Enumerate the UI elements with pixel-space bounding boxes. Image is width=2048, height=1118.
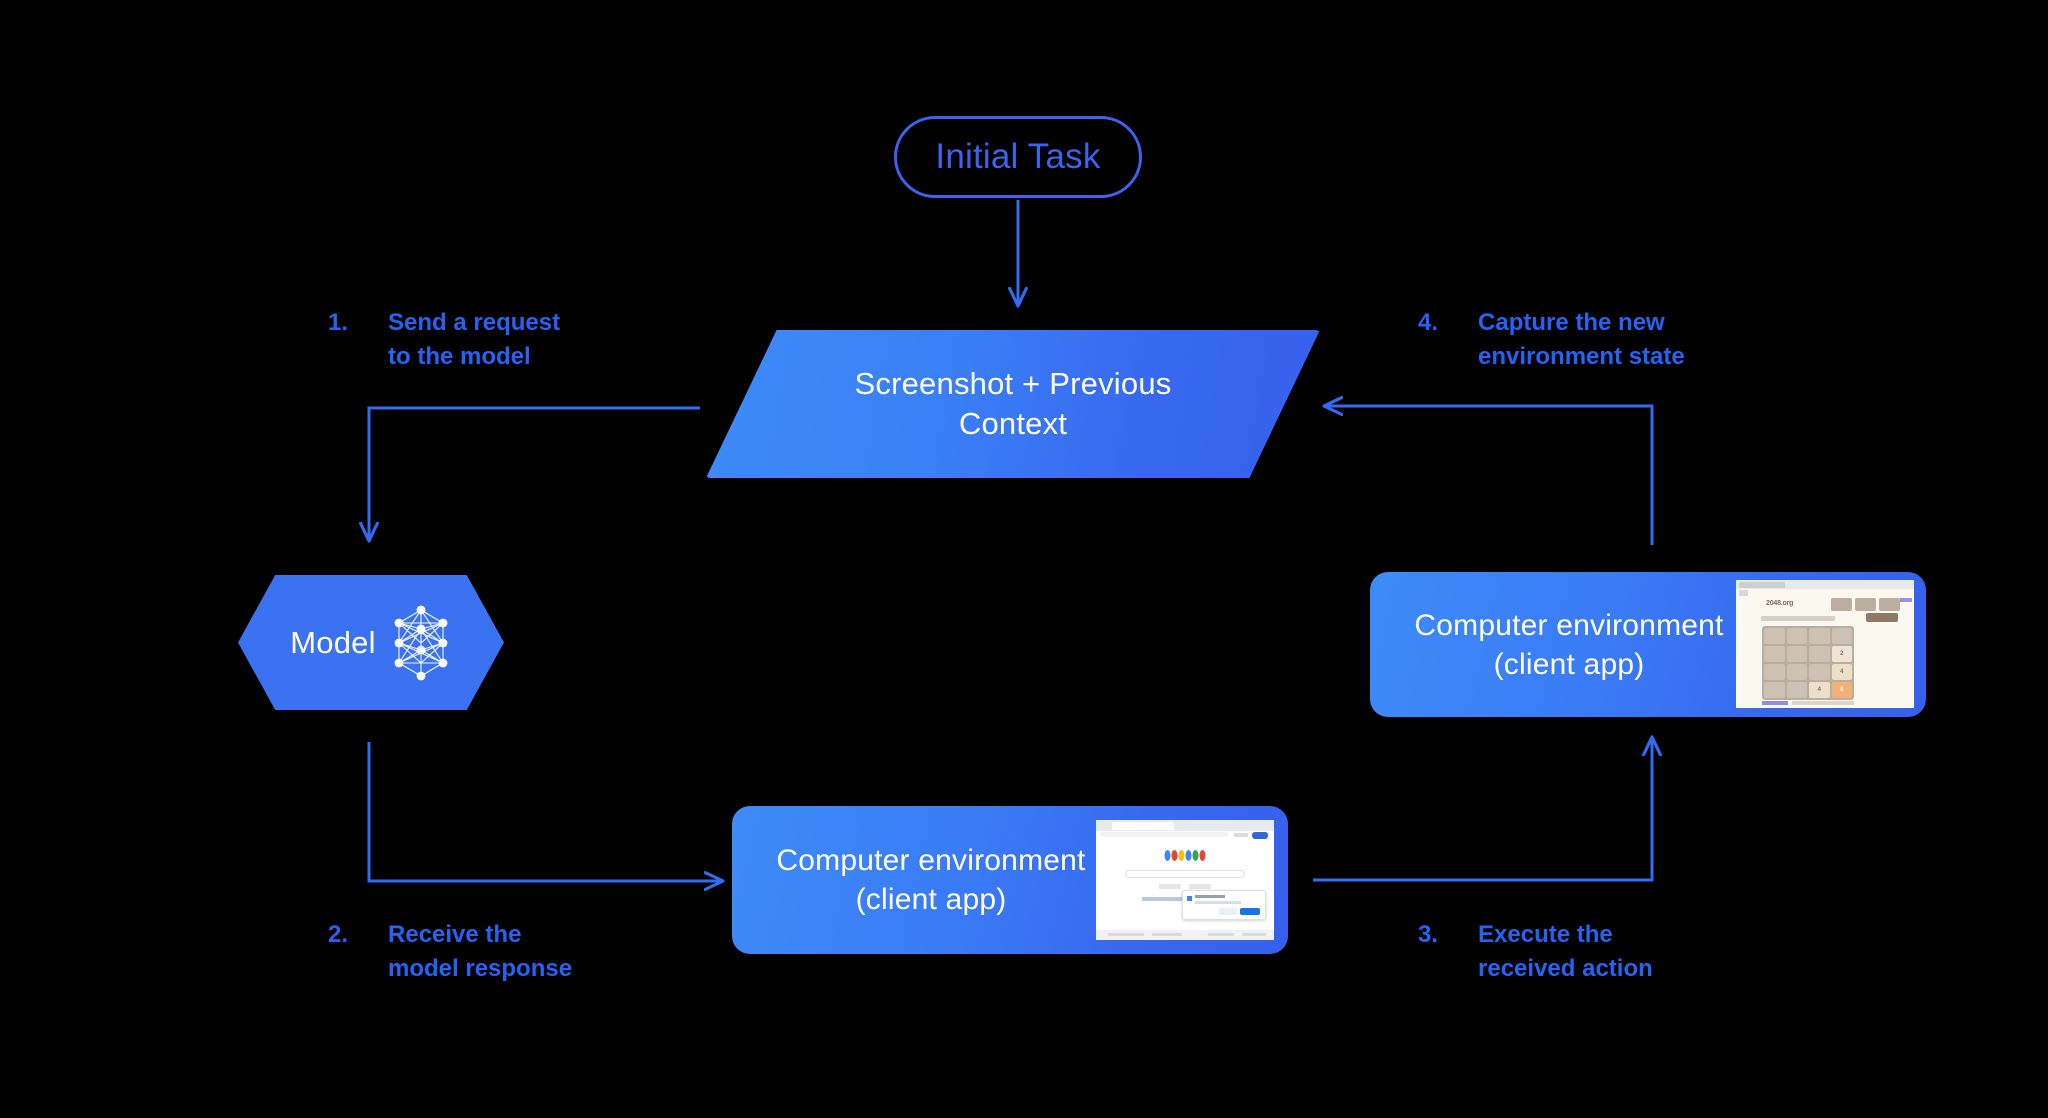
game-title: 2048.org [1766, 600, 1794, 607]
initial-task-label: Initial Task [935, 137, 1101, 176]
env-bottom-node: Computer environment (client app) [732, 806, 1288, 954]
grid-cell [1764, 646, 1785, 662]
dialog-body [1195, 901, 1241, 904]
env-right-label: Computer environment (client app) [1370, 572, 1750, 717]
model-node: Model [238, 575, 504, 710]
arrow-env-bottom-to-env-right [1313, 738, 1652, 882]
grid-cell [1786, 664, 1807, 680]
neural-network-icon [390, 603, 452, 683]
model-node-label: Model [290, 624, 376, 660]
arrow-context-to-model [369, 406, 700, 540]
context-node-shape [706, 330, 1320, 478]
env-right-node: Computer environment (client app) 2048.o… [1370, 572, 1926, 717]
page-footer [1096, 930, 1274, 940]
score-boxes [1831, 598, 1900, 611]
grid-tile: 2 [1831, 646, 1852, 662]
context-node: Screenshot + Previous Context [706, 330, 1320, 478]
step-4-number: 4. [1418, 309, 1439, 336]
google-logo [1164, 850, 1206, 861]
header-links [1900, 598, 1912, 602]
browser-tab-bar [1096, 820, 1274, 831]
step-3-text: Execute the received action [1478, 921, 1653, 983]
step-1-text: Send a request to the model [388, 309, 561, 371]
env-bottom-label: Computer environment (client app) [732, 806, 1112, 954]
step-4-text: Capture the new environment state [1478, 309, 1685, 371]
new-game-button [1866, 613, 1898, 622]
grid-cell [1786, 682, 1807, 698]
search-input [1125, 870, 1245, 878]
grid-tile: 4 [1809, 682, 1830, 698]
arrow-env-right-to-context [1325, 406, 1654, 545]
tile-value: 2 [1840, 651, 1844, 657]
dialog-confirm-button [1240, 908, 1260, 915]
context-node-label: Screenshot + Previous Context [706, 330, 1320, 478]
grid-tile: 4 [1831, 664, 1852, 680]
dialog-icon [1187, 896, 1192, 901]
step-2: 2. Receive the model response [328, 918, 572, 986]
dialog-popup [1182, 890, 1266, 920]
tile-value: 8 [1840, 687, 1844, 693]
dialog-cancel-button [1219, 908, 1237, 915]
context-node-line2: Context [958, 406, 1068, 441]
env-bottom-line1: Computer environment [776, 844, 1086, 877]
step-2-text: Receive the model response [388, 921, 573, 983]
game-grid: 2 4 4 8 [1762, 626, 1854, 700]
step-1: 1. Send a request to the model [328, 306, 560, 374]
sign-in-button [1252, 832, 1268, 839]
grid-cell [1764, 682, 1785, 698]
arrow-model-to-env-bottom [367, 742, 722, 881]
grid-cell [1764, 664, 1785, 680]
env-bottom-thumbnail [1096, 820, 1274, 940]
dialog-title [1195, 895, 1225, 898]
grid-cell [1809, 646, 1830, 662]
grid-cell [1809, 628, 1830, 644]
game-subtitle [1761, 616, 1835, 621]
footer-link [1762, 701, 1788, 705]
grid-tile: 8 [1831, 682, 1852, 698]
env-right-thumbnail: 2048.org 2 4 [1736, 580, 1914, 708]
grid-cell [1809, 664, 1830, 680]
grid-cell [1786, 646, 1807, 662]
model-node-shape [238, 575, 504, 710]
env-right-line1: Computer environment [1414, 608, 1724, 642]
tile-value: 4 [1840, 669, 1844, 675]
grid-cell [1786, 628, 1807, 644]
grid-cell [1764, 628, 1785, 644]
search-buttons [1159, 884, 1211, 889]
footer-text [1792, 701, 1854, 705]
browser-url-bar [1100, 832, 1228, 837]
context-node-line1: Screenshot + Previous [854, 366, 1172, 402]
browser-tab-bar [1736, 580, 1914, 589]
step-4: 4. Capture the new environment state [1418, 306, 1685, 374]
header-links [1234, 833, 1248, 837]
env-right-line2: (client app) [1493, 647, 1645, 681]
grid-cell [1831, 628, 1852, 644]
step-2-number: 2. [328, 921, 349, 948]
step-3: 3. Execute the received action [1418, 918, 1653, 986]
step-3-number: 3. [1418, 921, 1439, 948]
tile-value: 4 [1817, 687, 1821, 693]
step-1-number: 1. [328, 309, 349, 336]
env-bottom-line2: (client app) [855, 883, 1007, 916]
browser-url-bar [1739, 590, 1748, 596]
initial-task-node: Initial Task [894, 116, 1142, 198]
